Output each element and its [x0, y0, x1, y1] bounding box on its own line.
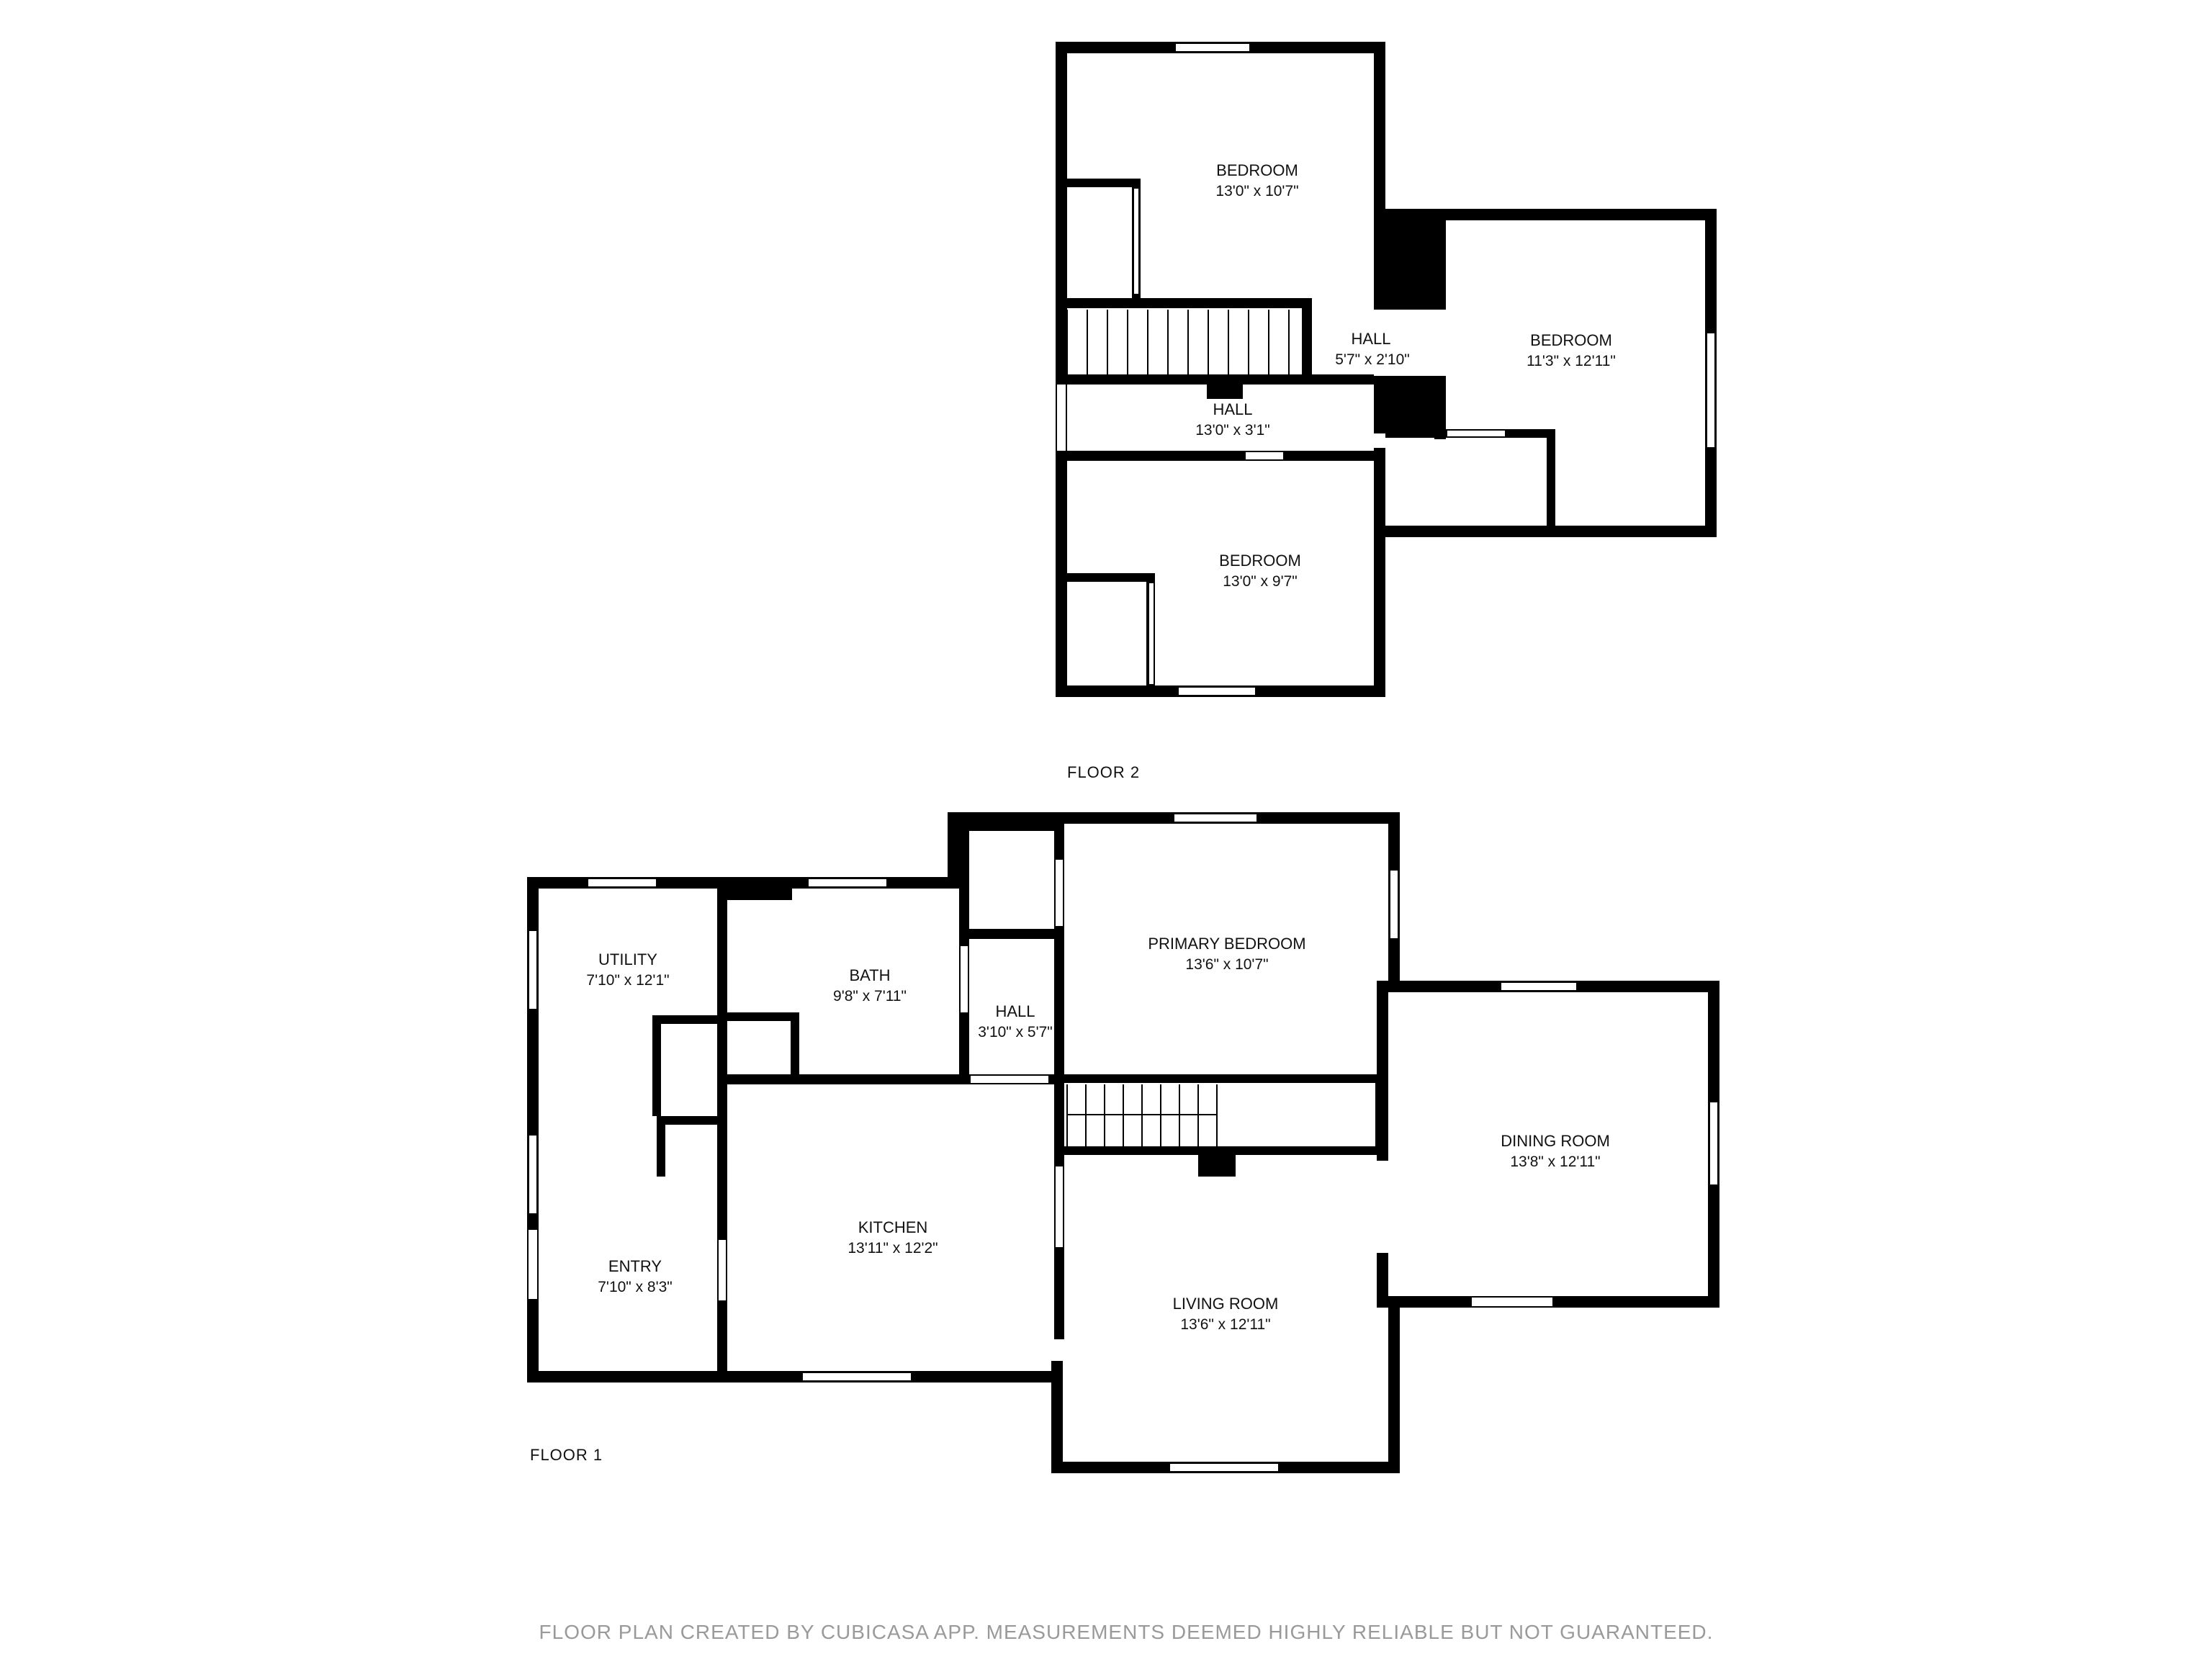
window [1500, 981, 1578, 992]
room-name-bath: BATH [849, 966, 890, 984]
room-name-hall-long: HALL [1213, 400, 1252, 418]
wall [727, 1012, 799, 1021]
room-name-living-room: LIVING ROOM [1173, 1295, 1279, 1313]
doorway [1447, 431, 1505, 436]
wall [1374, 448, 1385, 697]
wall [1377, 1253, 1388, 1308]
room-name-bedroom-bottom: BEDROOM [1219, 552, 1301, 570]
room-dims-primary-bedroom: 13'6" x 10'7" [1185, 956, 1268, 973]
window [528, 1134, 538, 1215]
room-name-bedroom-right: BEDROOM [1530, 331, 1612, 349]
wall [1434, 209, 1715, 220]
window [807, 878, 888, 888]
room-name-hall: HALL [995, 1002, 1035, 1020]
window [528, 930, 538, 1010]
wall [1547, 429, 1555, 534]
window [1174, 42, 1251, 53]
wall [657, 1116, 665, 1177]
room-name-dining-room: DINING ROOM [1501, 1132, 1610, 1150]
staircase [1066, 310, 1290, 374]
room-name-entry: ENTRY [608, 1257, 662, 1275]
wall [652, 1015, 724, 1024]
wall [1067, 179, 1139, 187]
room-dims-entry: 7'10" x 8'3" [598, 1279, 673, 1295]
wall [652, 1015, 661, 1116]
window [1173, 813, 1258, 823]
room-name-kitchen: KITCHEN [858, 1218, 928, 1236]
wall [1375, 1083, 1388, 1155]
wall [1067, 298, 1308, 308]
doorway [971, 1076, 1048, 1083]
room-dims-bath: 9'8" x 7'11" [833, 988, 907, 1004]
wall [969, 824, 1056, 831]
room-dims-living-room: 13'6" x 12'11" [1180, 1316, 1270, 1333]
wall [1388, 1296, 1400, 1473]
doorway [961, 946, 968, 1012]
wall [1374, 526, 1717, 537]
doorway [1374, 310, 1434, 315]
window [1169, 1462, 1280, 1473]
room-dims-hall-small: 5'7" x 2'10" [1335, 351, 1410, 368]
room-dims-bedroom-right: 11'3" x 12'11" [1527, 353, 1616, 369]
window [587, 878, 657, 888]
doorway [1149, 583, 1154, 684]
floor-2: BEDROOM 13'0" x 10'7" BEDROOM 11'3" x 12… [1056, 42, 1717, 781]
doorway [1057, 385, 1066, 451]
wall [657, 1116, 721, 1125]
doorway [1378, 1162, 1387, 1251]
room-dims-dining-room: 13'8" x 12'11" [1510, 1154, 1600, 1170]
chimney-block [1374, 376, 1434, 433]
room-name-primary-bedroom: PRIMARY BEDROOM [1148, 935, 1305, 953]
room-name-hall-small: HALL [1351, 330, 1390, 348]
room-name-bedroom-top: BEDROOM [1216, 161, 1298, 179]
footer-disclaimer: FLOOR PLAN CREATED BY CUBICASA APP. MEAS… [539, 1621, 1714, 1643]
wall [1207, 385, 1243, 399]
floor-2-label: FLOOR 2 [1067, 763, 1140, 781]
window [1177, 686, 1256, 696]
wall [1388, 1296, 1719, 1308]
wall [1064, 1146, 1388, 1155]
wall [1051, 1361, 1063, 1473]
doorway [1313, 300, 1371, 307]
wall [1434, 209, 1446, 310]
doorway [719, 1240, 726, 1300]
wall [1434, 376, 1446, 439]
staircase [1066, 1084, 1218, 1146]
wall [1067, 451, 1374, 461]
wall [1067, 573, 1155, 582]
doorway [529, 1230, 537, 1299]
doorway [1134, 189, 1138, 294]
window [1706, 332, 1716, 449]
window [801, 1372, 912, 1382]
wall [791, 1012, 799, 1074]
chimney-block [1374, 209, 1434, 310]
room-dims-bedroom-bottom: 13'0" x 9'7" [1223, 573, 1298, 590]
doorway [1056, 860, 1063, 926]
room-dims-bedroom-top: 13'0" x 10'7" [1215, 183, 1298, 199]
wall [1374, 42, 1385, 212]
doorway [1056, 1166, 1063, 1247]
wall [527, 1371, 1063, 1382]
room-dims-hall-long: 13'0" x 3'1" [1195, 422, 1270, 439]
room-dims-hall: 3'10" x 5'7" [978, 1024, 1053, 1040]
room-dims-utility: 7'10" x 12'1" [586, 972, 669, 989]
wall [1067, 374, 1374, 385]
window [1389, 869, 1399, 940]
wall [948, 812, 959, 889]
window [1709, 1101, 1719, 1186]
wall [727, 889, 792, 900]
floor-1: UTILITY 7'10" x 12'1" BATH 9'8" x 7'11" … [527, 812, 1719, 1473]
wall [1302, 298, 1312, 383]
wall [969, 929, 1058, 939]
room-dims-kitchen: 13'11" x 12'2" [848, 1240, 938, 1256]
room-name-utility: UTILITY [598, 950, 657, 968]
floor-1-label: FLOOR 1 [530, 1446, 603, 1464]
wall [1198, 1155, 1236, 1177]
wall [1056, 42, 1067, 697]
wall [1064, 1074, 1388, 1083]
doorway [1246, 452, 1283, 459]
doorway [1472, 1298, 1552, 1306]
wall [717, 889, 727, 1382]
